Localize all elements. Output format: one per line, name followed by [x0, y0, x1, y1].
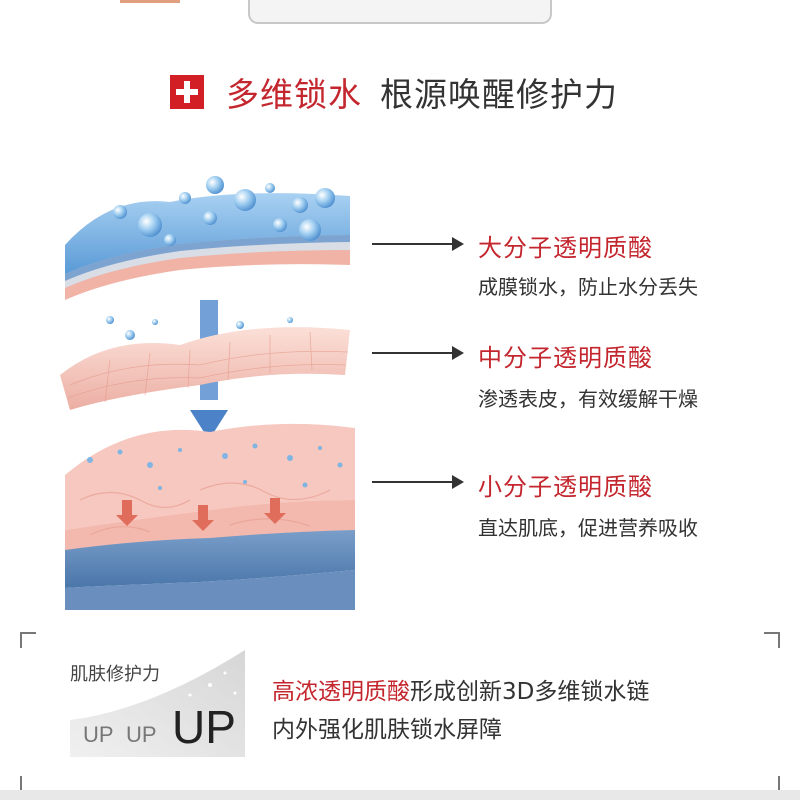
top-tab-decoration [248, 0, 552, 24]
frame-corner [20, 632, 36, 648]
up-text-1: UP [83, 722, 114, 747]
absorption-arrows [116, 498, 286, 531]
arrow-right-icon [372, 475, 464, 489]
layer-desc-medium: 渗透表皮，有效缓解干燥 [478, 387, 698, 411]
up-text-3: UP [172, 701, 236, 753]
up-text-2: UP [126, 722, 157, 747]
skin-repair-label: 肌肤修护力 [70, 664, 160, 685]
layer-desc-large: 成膜锁水，防止水分丢失 [478, 275, 698, 299]
water-bubbles-top [113, 176, 335, 246]
title-main: 根源唤醒修护力 [380, 75, 618, 114]
arrow-right-icon [372, 237, 464, 251]
medical-cross-icon [170, 75, 204, 109]
bottom-highlight: 高浓透明质酸 [272, 679, 410, 705]
bottom-line-2: 内外强化肌肤锁水屏障 [272, 717, 502, 743]
water-dots-bottom [87, 443, 343, 490]
bottom-edge [0, 790, 800, 800]
layer-title-medium: 中分子透明质酸 [478, 344, 653, 372]
frame-corner [764, 632, 780, 648]
top-accent-mark [120, 0, 180, 3]
layer-small-molecule [65, 423, 355, 610]
layer-medium-molecule [60, 327, 350, 410]
bottom-line-1-rest: 形成创新3D多维锁水链 [410, 679, 650, 705]
layer-desc-small: 直达肌底，促进营养吸收 [478, 516, 698, 540]
bottom-line-1: 高浓透明质酸形成创新3D多维锁水链 [272, 672, 649, 706]
title-highlight: 多维锁水 [226, 75, 362, 114]
layer-large-molecule [65, 193, 350, 300]
skin-layers-illustration [60, 176, 355, 610]
up-badge-graphic [70, 650, 245, 757]
layer-title-small: 小分子透明质酸 [478, 473, 653, 501]
layer-title-large: 大分子透明质酸 [478, 234, 653, 262]
header: 多维锁水 根源唤醒修护力 [170, 70, 618, 114]
arrow-right-icon [372, 346, 464, 360]
